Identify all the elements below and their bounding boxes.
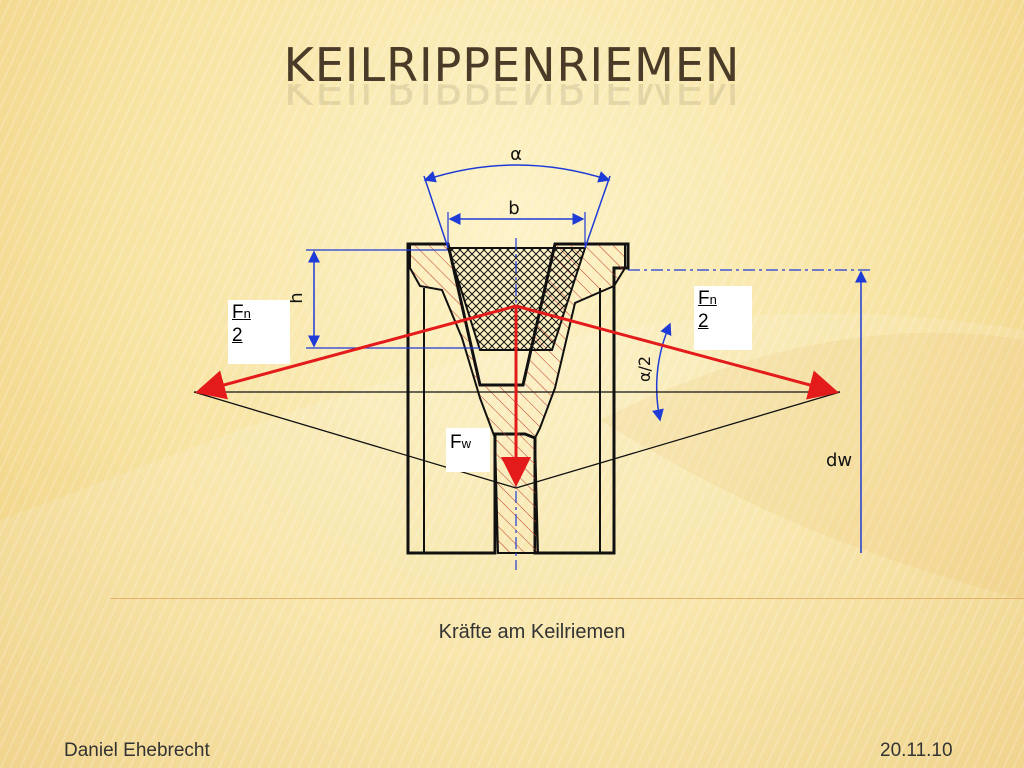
slide-title: Keilrippenriemen	[283, 38, 741, 92]
dw-label: dw	[826, 450, 852, 471]
figure-caption: Kräfte am Keilriemen	[438, 621, 626, 643]
force-left-arrow	[195, 304, 517, 400]
belt-cross-section	[446, 247, 587, 351]
alpha-half-label: α/2	[635, 356, 654, 382]
footer-date: 20.11.10	[880, 740, 953, 761]
footer-divider	[110, 598, 1024, 599]
force-right-label: Fn 2	[694, 286, 752, 350]
force-right-arrow	[515, 304, 839, 400]
footer-author: Daniel Ehebrecht	[64, 740, 210, 761]
force-w-label: Fw	[446, 428, 490, 472]
b-label: b	[508, 198, 519, 219]
alpha-dimension	[423, 164, 611, 183]
slide-title-reflection: Keilrippenriemen	[283, 84, 741, 114]
alpha-label: α	[510, 144, 522, 165]
alpha-half-dimension	[652, 322, 672, 422]
force-left-label: Fn 2	[228, 300, 290, 364]
v-belt-force-diagram: α b h dw α/2	[193, 144, 870, 570]
h-label: h	[286, 292, 307, 303]
